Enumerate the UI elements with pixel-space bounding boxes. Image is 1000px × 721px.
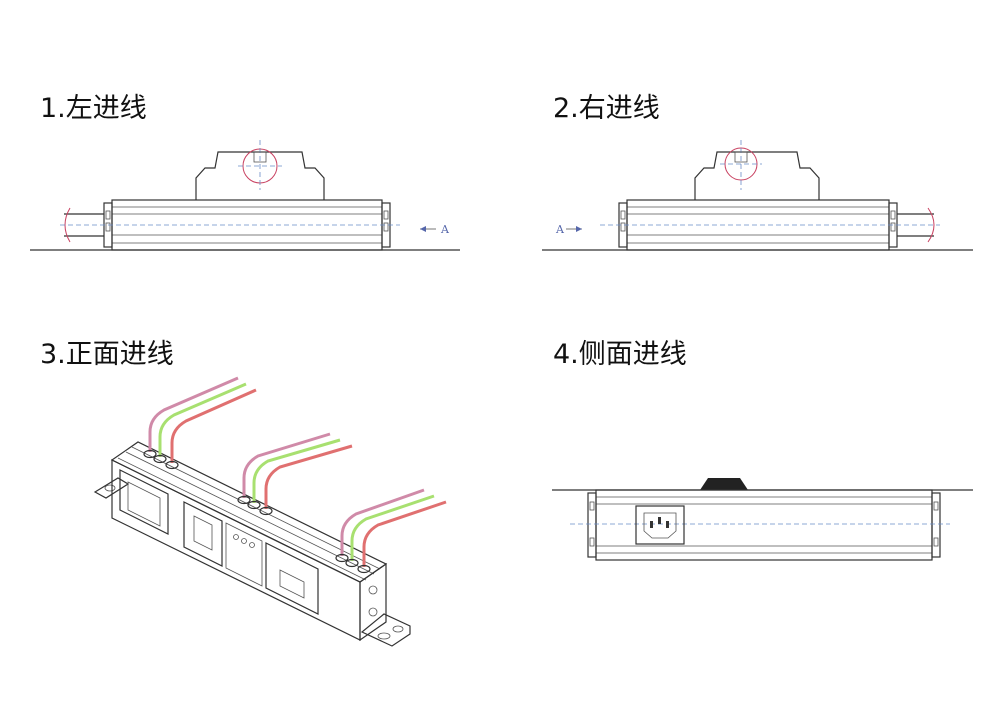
pdu-end-face bbox=[359, 562, 387, 642]
cable-group-1 bbox=[143, 376, 257, 470]
cable-group-3 bbox=[335, 488, 447, 574]
mounting-ear-right bbox=[360, 613, 411, 647]
iec-inlet bbox=[119, 469, 169, 535]
pdu-housing bbox=[595, 489, 933, 561]
caption-side-entry: 4.侧面进线 bbox=[553, 339, 687, 370]
digital-display bbox=[279, 569, 305, 599]
indicator-panel bbox=[225, 522, 263, 587]
pdu-front-face bbox=[111, 459, 361, 641]
top-bracket bbox=[700, 478, 748, 490]
view-arrow-label: A bbox=[555, 223, 565, 236]
caption-left-entry: 1.左进线 bbox=[40, 93, 147, 124]
end-cap-right bbox=[931, 492, 941, 558]
view-arrow-label: A bbox=[440, 223, 450, 236]
power-switch-module bbox=[183, 501, 223, 567]
ammeter-module bbox=[265, 542, 319, 615]
rocker-switch bbox=[193, 515, 213, 551]
right-entry-view: A bbox=[542, 140, 973, 251]
front-entry-view bbox=[93, 376, 447, 647]
caption-front-entry: 3.正面进线 bbox=[40, 339, 174, 370]
top-bracket bbox=[694, 151, 820, 200]
left-entry-view: A bbox=[30, 140, 460, 251]
end-cap-left bbox=[587, 492, 597, 558]
side-entry-view bbox=[552, 478, 973, 561]
caption-right-entry: 2.右进线 bbox=[553, 93, 660, 124]
cable-break bbox=[927, 207, 935, 243]
cable-group-2 bbox=[237, 432, 353, 516]
iec-inlet bbox=[635, 505, 685, 545]
